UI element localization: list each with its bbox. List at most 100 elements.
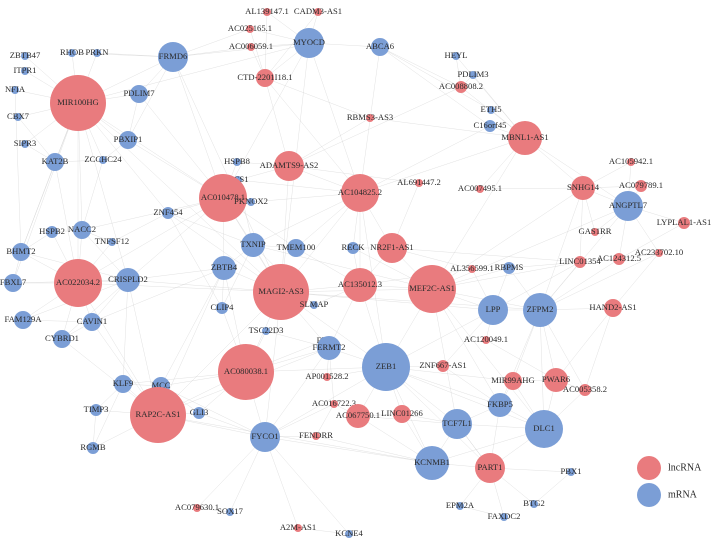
node-faxdc2[interactable]: FAXDC2 xyxy=(488,511,521,521)
node-ac124312-5[interactable]: AC124312.5 xyxy=(597,253,641,265)
node-ac079789-1[interactable]: AC079789.1 xyxy=(619,180,663,192)
node-circle[interactable] xyxy=(487,106,495,114)
node-ctd-2201i18-1[interactable]: CTD-2201I18.1 xyxy=(237,69,293,87)
node-circle[interactable] xyxy=(377,233,407,263)
node-gas1rr[interactable]: GAS1RR xyxy=(579,226,612,236)
node-zbtb4[interactable]: ZBTB4 xyxy=(211,256,238,280)
node-lpp[interactable]: LPP xyxy=(478,295,508,325)
node-circle[interactable] xyxy=(567,468,575,476)
node-circle[interactable] xyxy=(613,191,643,221)
node-circle[interactable] xyxy=(68,49,76,57)
node-circle[interactable] xyxy=(130,387,186,443)
node-circle[interactable] xyxy=(274,151,304,181)
node-circle[interactable] xyxy=(262,327,270,335)
node-circle[interactable] xyxy=(469,71,477,79)
node-circle[interactable] xyxy=(199,174,247,222)
node-clip4[interactable]: CLIP4 xyxy=(211,302,235,314)
node-pdlim3[interactable]: PDLIM3 xyxy=(457,69,489,79)
node-gli3[interactable]: GLI3 xyxy=(190,407,209,419)
node-zfpm2[interactable]: ZFPM2 xyxy=(523,293,557,327)
node-mef2c-as1[interactable]: MEF2C-AS1 xyxy=(408,265,456,313)
node-bhmt2[interactable]: BHMT2 xyxy=(6,243,36,261)
node-circle[interactable] xyxy=(476,185,484,193)
node-circle[interactable] xyxy=(504,372,522,390)
node-ac079630-1[interactable]: AC079630.1 xyxy=(175,502,219,512)
node-circle[interactable] xyxy=(54,259,102,307)
node-ap001528-2[interactable]: AP001528.2 xyxy=(305,371,349,381)
node-hspb8[interactable]: HSPB8 xyxy=(224,156,250,166)
node-fam129a[interactable]: FAM129A xyxy=(4,311,42,329)
node-circle[interactable] xyxy=(478,295,508,325)
node-myocd[interactable]: MYOCD xyxy=(293,28,325,58)
node-circle[interactable] xyxy=(579,384,591,396)
node-circle[interactable] xyxy=(678,217,690,229)
node-cavin1[interactable]: CAVIN1 xyxy=(77,313,107,331)
node-circle[interactable] xyxy=(294,524,302,532)
node-circle[interactable] xyxy=(294,28,324,58)
node-ac233702-10[interactable]: AC233702.10 xyxy=(635,247,683,257)
node-rbms3-as3[interactable]: RBMS3-AS3 xyxy=(347,112,393,122)
node-zcchc24[interactable]: ZCCHC24 xyxy=(84,154,122,164)
node-mbnl1-as1[interactable]: MBNL1-AS1 xyxy=(501,121,549,155)
node-circle[interactable] xyxy=(317,336,341,360)
node-circle[interactable] xyxy=(393,405,411,423)
node-fkbp5[interactable]: FKBP5 xyxy=(487,393,513,417)
node-al356599-1[interactable]: AL356599.1 xyxy=(450,263,494,273)
node-circle[interactable] xyxy=(4,274,22,292)
node-circle[interactable] xyxy=(482,336,490,344)
node-circle[interactable] xyxy=(212,256,236,280)
node-circle[interactable] xyxy=(90,404,102,416)
node-circle[interactable] xyxy=(530,500,538,508)
node-nfia[interactable]: NFIA xyxy=(5,84,26,94)
node-circle[interactable] xyxy=(330,400,338,408)
node-circle[interactable] xyxy=(14,113,22,121)
node-circle[interactable] xyxy=(343,268,377,302)
node-ac080038-1[interactable]: AC080038.1 xyxy=(218,344,274,400)
node-circle[interactable] xyxy=(21,52,29,60)
node-linc01266[interactable]: LINC01266 xyxy=(381,405,423,423)
node-circle[interactable] xyxy=(456,502,464,510)
node-a2m-as1[interactable]: A2M-AS1 xyxy=(280,522,316,532)
node-cybrd1[interactable]: CYBRD1 xyxy=(45,330,79,348)
node-al139147-1[interactable]: AL139147.1 xyxy=(245,6,289,16)
node-adamts9-as2[interactable]: ADAMTS9-AS2 xyxy=(260,151,319,181)
node-circle[interactable] xyxy=(119,131,137,149)
node-rhob[interactable]: RHOB xyxy=(60,47,84,57)
node-circle[interactable] xyxy=(635,180,647,192)
node-circle[interactable] xyxy=(523,293,557,327)
node-nr2f1-as1[interactable]: NR2F1-AS1 xyxy=(370,233,414,263)
node-kcne4[interactable]: KCNE4 xyxy=(335,528,364,538)
node-pbxip1[interactable]: PBXIP1 xyxy=(114,131,143,149)
node-eth5[interactable]: ETH5 xyxy=(480,104,502,114)
node-circle[interactable] xyxy=(345,530,353,538)
node-hand2-as1[interactable]: HAND2-AS1 xyxy=(589,299,637,317)
node-cbx7[interactable]: CBX7 xyxy=(7,111,30,121)
node-reck[interactable]: RECK xyxy=(342,242,366,254)
node-rgmb[interactable]: RGMB xyxy=(80,442,106,454)
node-prkn[interactable]: PRKN xyxy=(86,47,110,57)
node-circle[interactable] xyxy=(21,67,29,75)
node-circle[interactable] xyxy=(508,121,542,155)
node-circle[interactable] xyxy=(468,265,476,273)
node-circle[interactable] xyxy=(162,207,174,219)
node-pknox2[interactable]: PKNOX2 xyxy=(234,196,268,206)
node-circle[interactable] xyxy=(216,302,228,314)
node-circle[interactable] xyxy=(613,253,625,265)
node-dlc1[interactable]: DLC1 xyxy=(525,410,563,448)
node-circle[interactable] xyxy=(233,158,241,166)
node-ac022034-2[interactable]: AC022034.2 xyxy=(54,259,102,307)
node-txnip[interactable]: TXNIP xyxy=(240,233,266,257)
node-ac006059-1[interactable]: AC006059.1 xyxy=(229,41,273,51)
node-circle[interactable] xyxy=(323,373,331,381)
node-circle[interactable] xyxy=(116,268,140,292)
node-circle[interactable] xyxy=(371,38,389,56)
node-rbpms[interactable]: RBPMS xyxy=(495,262,524,274)
node-circle[interactable] xyxy=(452,52,460,60)
node-circle[interactable] xyxy=(247,43,255,51)
node-kat2b[interactable]: KAT2B xyxy=(42,153,69,171)
node-circle[interactable] xyxy=(312,432,320,440)
node-part1[interactable]: PART1 xyxy=(475,453,505,483)
node-tsc22d3[interactable]: TSC22D3 xyxy=(249,325,284,335)
node-circle[interactable] xyxy=(500,513,508,521)
node-circle[interactable] xyxy=(246,25,254,33)
